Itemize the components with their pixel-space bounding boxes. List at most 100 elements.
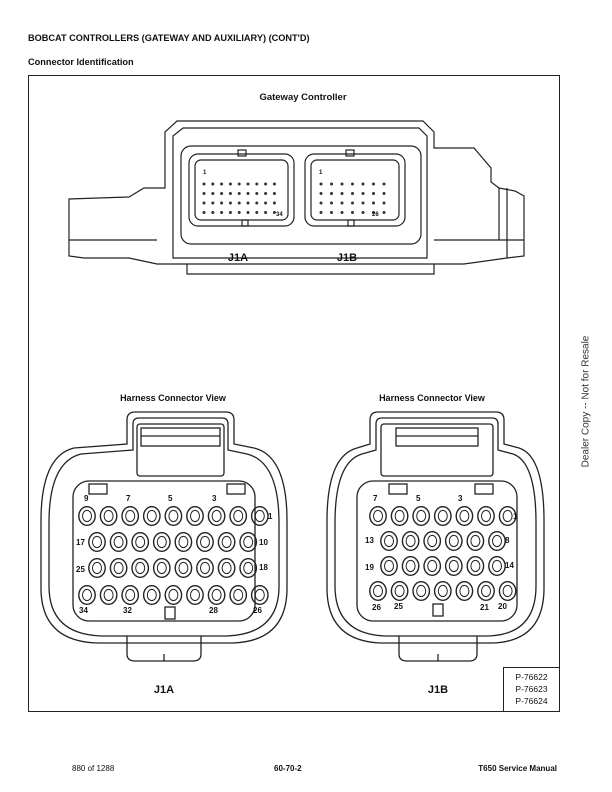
socket-pin [382, 182, 386, 186]
socket-pin [372, 201, 375, 205]
socket-pin [228, 201, 232, 205]
harness-pin [433, 581, 452, 602]
harness-pin [498, 506, 517, 527]
harness-pin [78, 585, 96, 606]
socket-pin [246, 201, 250, 205]
socket-pin [202, 182, 206, 186]
j1b-pin-label: 3 [458, 494, 463, 503]
j1a-socket-pin-start: 1 [203, 170, 207, 176]
socket-pin [361, 201, 365, 205]
harness-pin [152, 558, 171, 579]
j1a-harness-label: J1A [154, 684, 174, 696]
socket-pin [264, 211, 268, 214]
j1b-pin-label: 20 [498, 602, 507, 611]
socket-pin [382, 211, 386, 214]
harness-pin [390, 506, 409, 527]
harness-pin [488, 531, 506, 552]
harness-pin [380, 556, 398, 577]
j1a-pin-label: 26 [253, 606, 262, 615]
section-title: BOBCAT CONTROLLERS (GATEWAY AND AUXILIAR… [28, 33, 310, 43]
j1a-pin-label: 34 [79, 606, 88, 615]
socket-pin [211, 201, 215, 205]
j1b-pin-label: 25 [394, 602, 403, 611]
harness-pin [142, 585, 161, 606]
socket-pin [319, 192, 323, 195]
harness-pin [380, 531, 398, 552]
socket-pin [237, 182, 241, 186]
gateway-controller-title: Gateway Controller [259, 92, 346, 103]
harness-pin [164, 585, 183, 606]
j1a-top-label: J1A [228, 252, 248, 264]
harness-pin [186, 506, 204, 527]
harness-pin [152, 532, 171, 553]
socket-pin [372, 182, 375, 186]
harness-pin [477, 581, 495, 602]
socket-pin [330, 182, 333, 186]
socket-pin [330, 211, 333, 214]
j1b-top-label: J1B [337, 252, 357, 264]
harness-connector-pins [78, 506, 517, 606]
socket-pin [264, 201, 268, 205]
part-number: P-76624 [515, 696, 548, 706]
socket-pin [351, 201, 354, 205]
harness-pin [217, 532, 236, 553]
harness-pin [423, 531, 442, 552]
harness-pin [390, 581, 409, 602]
socket-pin [202, 201, 206, 205]
socket-pin [228, 192, 232, 195]
harness-pin [186, 585, 204, 606]
j1b-pin-label: 19 [365, 563, 374, 572]
harness-pin [444, 531, 463, 552]
socket-pin [361, 182, 365, 186]
j1b-pin-label: 5 [416, 494, 421, 503]
j1a-pin-label: 32 [123, 606, 132, 615]
socket-pin [330, 192, 333, 195]
harness-pin [131, 558, 150, 579]
harness-pin [174, 558, 193, 579]
harness-pin [455, 506, 474, 527]
harness-pin [217, 558, 236, 579]
harness-pin [239, 532, 258, 553]
harness-pin [88, 558, 106, 579]
socket-pin [272, 182, 276, 186]
harness-pin [401, 556, 420, 577]
socket-pin [340, 201, 344, 205]
socket-pin [246, 192, 250, 195]
controller-socket-pins [202, 182, 386, 214]
socket-pin [264, 182, 268, 186]
socket-pin [237, 201, 241, 205]
harness-pin [412, 581, 431, 602]
socket-pin [351, 192, 354, 195]
socket-pin [340, 211, 344, 214]
j1a-pin-label: 10 [259, 538, 268, 547]
part-number-box: P-76622 P-76623 P-76624 [503, 667, 560, 712]
harness-pin [250, 506, 269, 527]
harness-pin [164, 506, 183, 527]
harness-pin [196, 532, 214, 553]
harness-pin [99, 585, 118, 606]
harness-pin [239, 558, 258, 579]
harness-pin [121, 585, 140, 606]
socket-pin [255, 182, 259, 186]
socket-pin [220, 201, 224, 205]
socket-pin [340, 192, 344, 195]
socket-pin [202, 192, 206, 195]
harness-pin [109, 558, 128, 579]
harness-pin [401, 531, 420, 552]
socket-pin [237, 192, 241, 195]
gateway-controller-drawing [68, 120, 525, 275]
j1b-pin-label: 21 [480, 603, 489, 612]
j1b-harness-drawing [326, 411, 545, 662]
socket-pin [372, 192, 375, 195]
harness-pin [466, 531, 485, 552]
j1a-pin-label: 17 [76, 538, 85, 547]
part-number: P-76623 [515, 684, 548, 694]
socket-pin [351, 182, 354, 186]
harness-pin [444, 556, 463, 577]
socket-pin [228, 211, 232, 214]
j1a-pin-label: 9 [84, 494, 89, 503]
harness-pin [466, 556, 485, 577]
harness-pin [131, 532, 150, 553]
page-count: 880 of 1288 [72, 764, 115, 773]
j1b-pin-label: 8 [505, 536, 510, 545]
